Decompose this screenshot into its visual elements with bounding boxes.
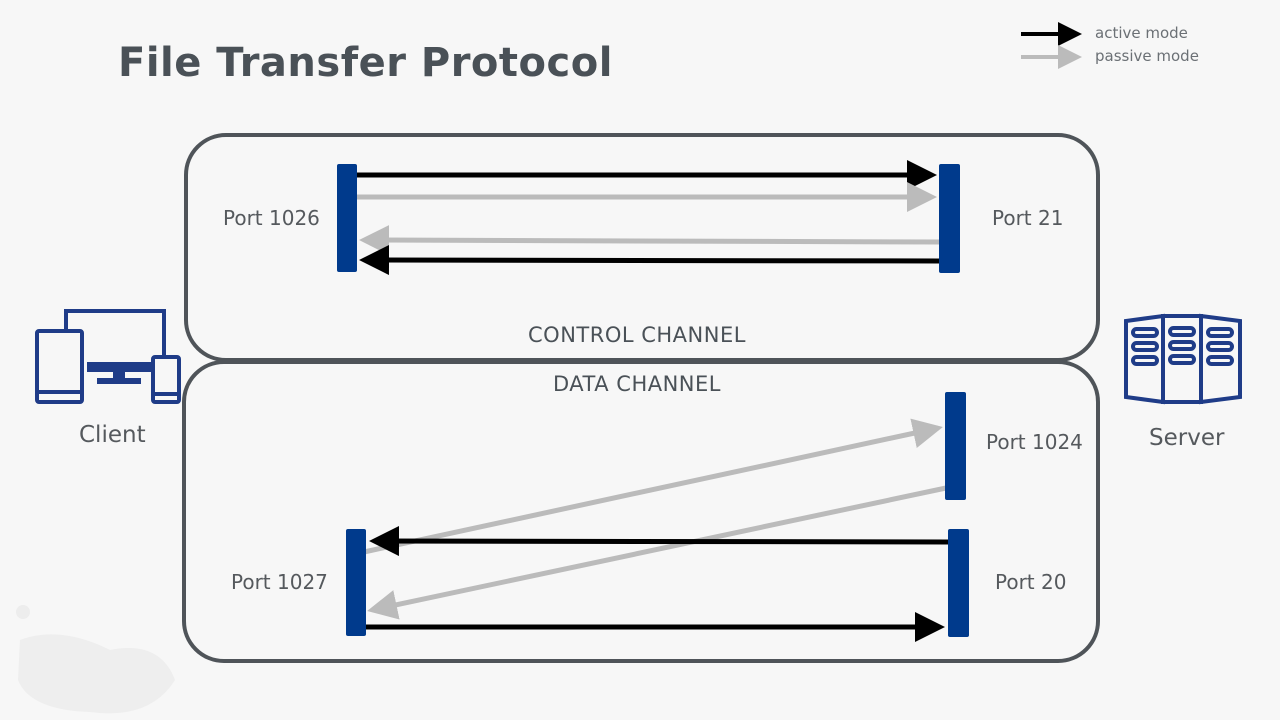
port-21-bar xyxy=(939,164,960,273)
server-label: Server xyxy=(1149,425,1225,451)
client-label: Client xyxy=(79,422,146,448)
server-rack-icon xyxy=(1124,313,1242,405)
port-20-label: Port 20 xyxy=(995,570,1067,594)
page-title: File Transfer Protocol xyxy=(118,40,613,86)
port-1027-label: Port 1027 xyxy=(231,570,328,594)
legend-active-label: active mode xyxy=(1095,24,1188,42)
client-devices-icon xyxy=(35,309,181,404)
port-21-label: Port 21 xyxy=(992,206,1064,230)
control-channel-label: CONTROL CHANNEL xyxy=(528,323,746,347)
data-active-connect-arrow xyxy=(369,526,949,557)
legend-passive-label: passive mode xyxy=(1095,47,1199,65)
data-passive-transfer-arrow xyxy=(367,485,947,620)
port-20-bar xyxy=(948,529,969,637)
port-1024-label: Port 1024 xyxy=(986,430,1083,454)
watermark-smudge xyxy=(16,605,175,714)
data-channel-label: DATA CHANNEL xyxy=(553,372,721,396)
port-1026-bar xyxy=(337,164,357,272)
data-channel-box xyxy=(182,360,1100,663)
port-1027-bar xyxy=(346,529,366,636)
client-monitor-icon xyxy=(87,362,151,384)
port-1024-bar xyxy=(945,392,966,500)
port-1026-label: Port 1026 xyxy=(223,206,320,230)
data-passive-connect-arrow xyxy=(363,418,943,555)
control-passive-response-arrow xyxy=(359,225,941,256)
control-active-response-arrow xyxy=(359,245,941,276)
